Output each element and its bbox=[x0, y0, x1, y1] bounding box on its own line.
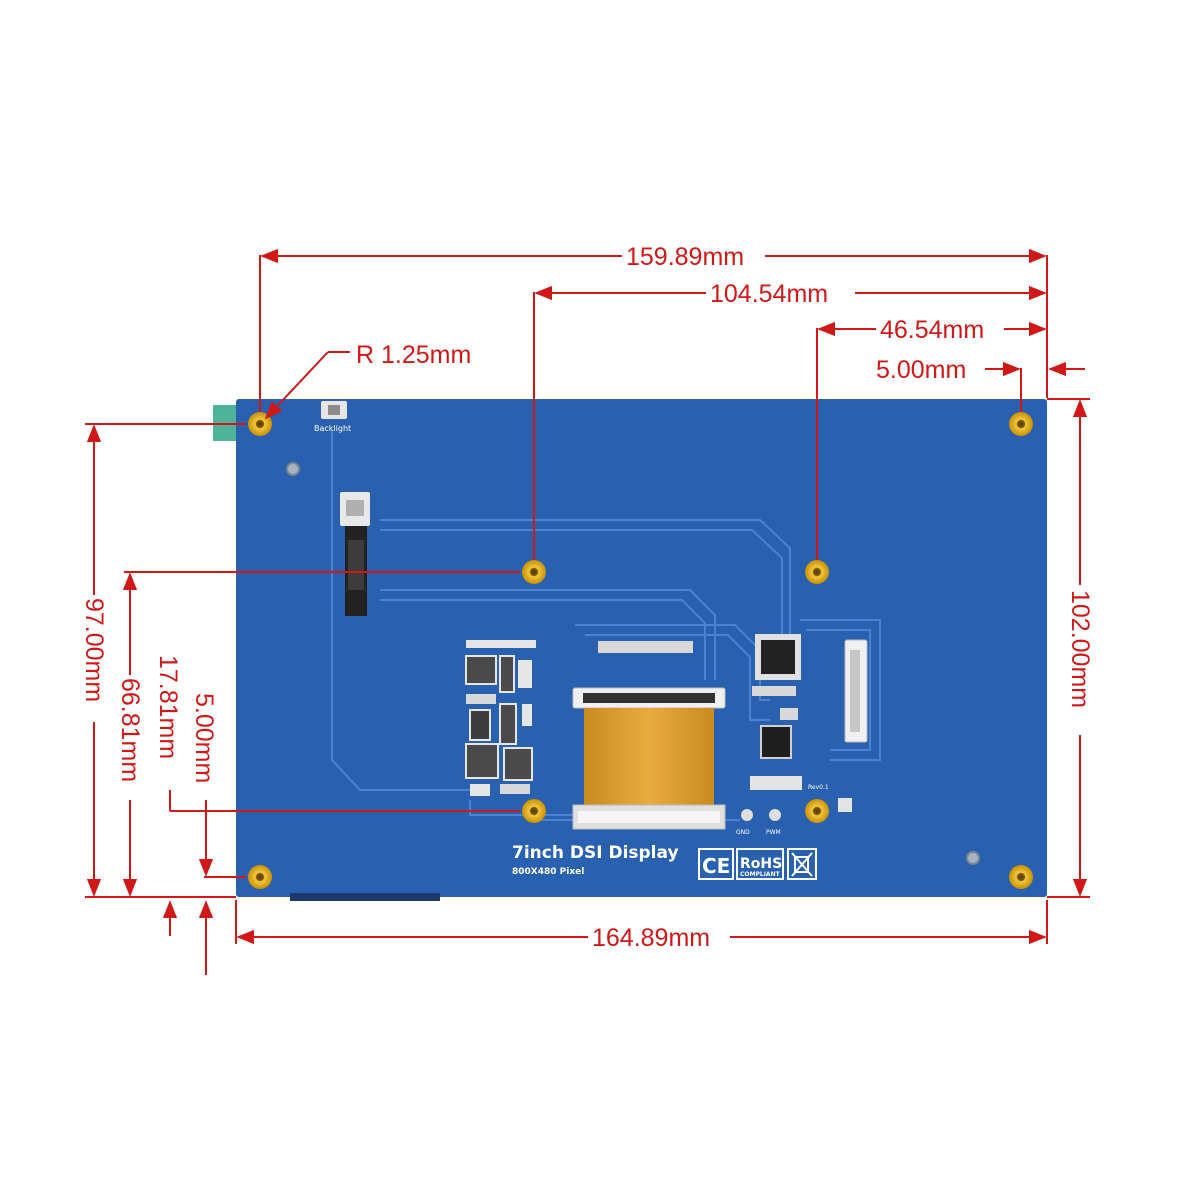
ic-label-strip bbox=[752, 686, 796, 696]
gnd-label: GND bbox=[736, 829, 750, 836]
standoff-mid-left bbox=[522, 560, 546, 584]
rev-label: Rev0.1 bbox=[808, 784, 829, 791]
pcb-board: Backlight bbox=[213, 399, 1047, 901]
standoff-low-right bbox=[805, 799, 829, 823]
dim-right-offset: 46.54mm bbox=[880, 316, 984, 344]
standoff-mid-right bbox=[805, 560, 829, 584]
standoffs bbox=[248, 412, 1033, 889]
rohs-mark: RoHS bbox=[740, 856, 782, 872]
board-title: 7inch DSI Display bbox=[512, 843, 679, 863]
dim-mid-offset: 104.54mm bbox=[710, 280, 828, 308]
dim-right-height: 102.00mm bbox=[1066, 590, 1094, 708]
dim-corner-radius: R 1.25mm bbox=[356, 341, 471, 369]
dim-edge-to-hole: 5.00mm bbox=[876, 356, 966, 384]
side-connector bbox=[844, 639, 868, 743]
standoff-low-left bbox=[522, 799, 546, 823]
certification-marks: CE RoHS COMPLIANT bbox=[698, 848, 817, 880]
dim-left-low-height: 17.81mm bbox=[154, 655, 182, 759]
touch-connector bbox=[340, 492, 370, 616]
pwm-pad bbox=[769, 809, 781, 821]
backlight-switch bbox=[321, 401, 347, 419]
dim-bottom-width: 164.89mm bbox=[592, 924, 710, 952]
standoff-bottom-left bbox=[248, 865, 272, 889]
small-chip-right bbox=[838, 798, 852, 812]
board-subtitle: 800X480 Pixel bbox=[512, 867, 584, 877]
ic-small bbox=[760, 725, 792, 759]
standoff-bottom-right bbox=[1009, 865, 1033, 889]
ic-pads bbox=[780, 708, 798, 720]
power-components bbox=[465, 640, 536, 796]
dim-left-mid-height: 66.81mm bbox=[116, 678, 144, 782]
dimension-labels: 159.89mm 104.54mm 46.54mm 5.00mm R 1.25m… bbox=[80, 243, 1094, 952]
dim-left-height: 97.00mm bbox=[80, 598, 108, 702]
dsi-header-row bbox=[598, 641, 693, 653]
backlight-label: Backlight bbox=[314, 424, 351, 433]
dim-top-width: 159.89mm bbox=[626, 243, 744, 271]
ce-mark: CE bbox=[702, 854, 730, 878]
rohs-compliant: COMPLIANT bbox=[740, 871, 781, 878]
dim-left-edge-to-hole: 5.00mm bbox=[190, 693, 218, 783]
weee-icon bbox=[787, 848, 817, 880]
dimension-lines bbox=[85, 248, 1090, 975]
ic-qfp bbox=[755, 634, 801, 680]
display-fpc bbox=[572, 687, 726, 830]
gnd-pad bbox=[741, 809, 753, 821]
standoff-top-right bbox=[1009, 412, 1033, 436]
pcb-bottom-connector-edge bbox=[290, 893, 440, 901]
pwm-label: PWM bbox=[766, 829, 781, 836]
led-bottom-right bbox=[966, 851, 980, 865]
led-top-left bbox=[286, 462, 300, 476]
header-pins bbox=[750, 776, 802, 790]
